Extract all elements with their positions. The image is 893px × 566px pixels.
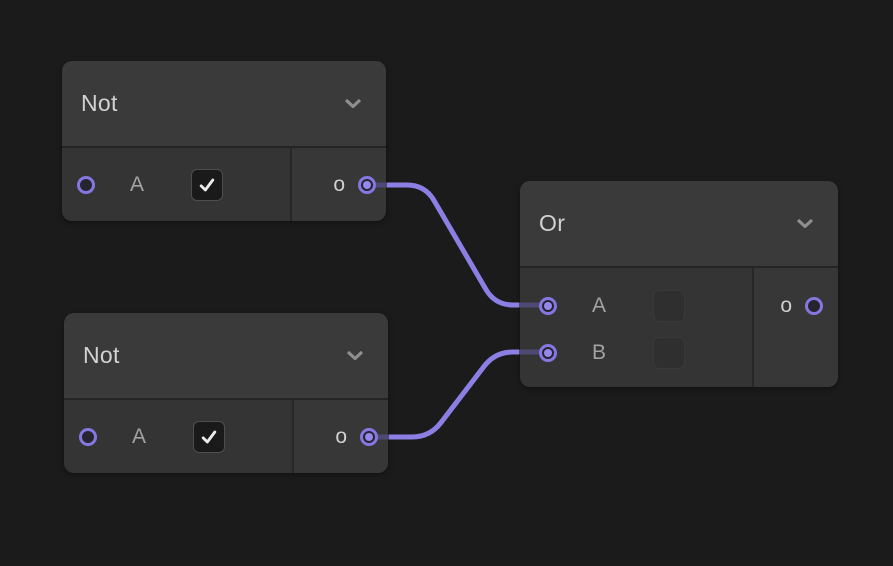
outputs-section: o xyxy=(292,148,386,221)
chevron-down-icon xyxy=(796,218,814,229)
checkbox-input-a[interactable] xyxy=(653,289,685,322)
port-dot xyxy=(363,180,371,189)
input-label: A xyxy=(591,293,606,317)
node-body: A o xyxy=(62,146,386,221)
output-label: o xyxy=(335,424,347,448)
outputs-section: o xyxy=(754,268,838,387)
input-port-b[interactable] xyxy=(539,343,557,362)
chevron-down-icon xyxy=(344,98,362,109)
input-label: A xyxy=(129,172,144,196)
section-divider xyxy=(292,400,294,473)
port-dot xyxy=(544,348,552,357)
input-port-a[interactable] xyxy=(539,296,557,315)
checkbox-input-a[interactable] xyxy=(191,168,223,201)
node-or-1[interactable]: Or A B xyxy=(520,181,838,387)
input-port-a[interactable] xyxy=(77,175,95,194)
node-body: A o xyxy=(64,398,388,473)
node-header-dropdown[interactable]: Not xyxy=(62,61,386,146)
node-header-dropdown[interactable]: Or xyxy=(520,181,838,266)
output-port-o[interactable] xyxy=(360,427,378,446)
output-label: o xyxy=(780,293,792,317)
node-title: Not xyxy=(81,90,118,116)
chevron-down-icon xyxy=(346,350,364,361)
outputs-section: o xyxy=(294,400,388,473)
checkmark-icon xyxy=(201,430,217,443)
inputs-section: A xyxy=(62,148,290,221)
node-not-1[interactable]: Not A o xyxy=(62,61,386,221)
node-not-2[interactable]: Not A o xyxy=(64,313,388,473)
node-body: A B xyxy=(520,266,838,387)
input-row-a: A xyxy=(539,282,752,329)
output-port-o[interactable] xyxy=(358,175,376,194)
input-port-a[interactable] xyxy=(79,427,97,446)
node-title: Or xyxy=(539,210,566,236)
inputs-section: A B xyxy=(520,268,752,387)
output-port-o[interactable] xyxy=(805,296,823,315)
port-dot xyxy=(544,301,552,310)
checkmark-icon xyxy=(199,178,215,191)
port-dot xyxy=(365,432,373,441)
node-title: Not xyxy=(83,342,120,368)
section-divider xyxy=(290,148,292,221)
checkbox-input-a[interactable] xyxy=(193,420,225,453)
section-divider xyxy=(752,268,754,387)
node-header-dropdown[interactable]: Not xyxy=(64,313,388,398)
checkbox-input-b[interactable] xyxy=(653,336,685,369)
output-label: o xyxy=(333,172,345,196)
input-row-b: B xyxy=(539,329,752,376)
inputs-section: A xyxy=(64,400,292,473)
input-label: A xyxy=(131,424,146,448)
input-label: B xyxy=(591,340,606,364)
